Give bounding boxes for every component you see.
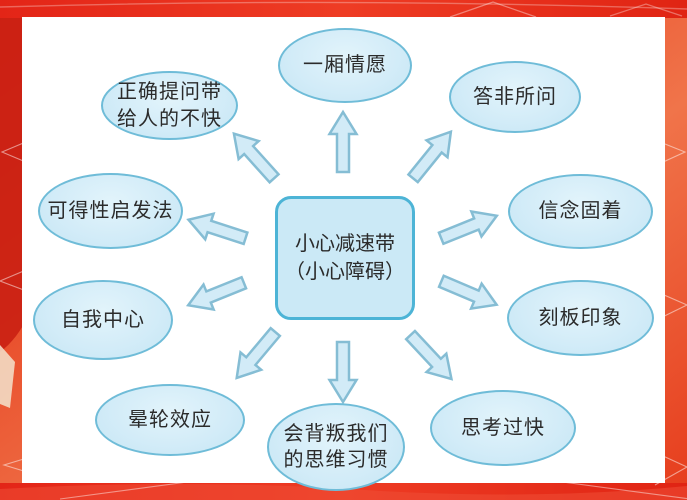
node-left: 自我中心 — [33, 280, 173, 360]
node-bottom-right-label: 思考过快 — [461, 416, 545, 439]
node-left-upper-label: 可得性启发法 — [47, 199, 174, 222]
node-bottom-left: 晕轮效应 — [95, 384, 245, 456]
node-top-label: 一厢情愿 — [303, 54, 387, 77]
node-left-label: 自我中心 — [61, 308, 145, 331]
node-left-upper: 可得性启发法 — [38, 173, 183, 249]
center-node: 小心减速带 （小心障碍） — [275, 196, 415, 320]
node-top-left: 正确提问带 给人的不快 — [101, 71, 238, 140]
node-right-upper-label: 信念固着 — [538, 200, 623, 223]
top-band-streak — [0, 1, 687, 10]
bottom-band-wave — [0, 483, 687, 500]
node-right: 刻板印象 — [507, 280, 654, 356]
node-bottom-label: 会背叛我们 的思维习惯 — [283, 422, 389, 471]
node-right-upper: 信念固着 — [508, 174, 653, 249]
node-bottom-right: 思考过快 — [430, 390, 576, 466]
node-top-right-label: 答非所问 — [473, 85, 557, 108]
top-band — [0, 0, 687, 18]
top-band-chevron — [449, 1, 537, 18]
node-top: 一厢情愿 — [278, 28, 412, 103]
node-bottom: 会背叛我们 的思维习惯 — [267, 403, 405, 491]
node-top-right: 答非所问 — [449, 61, 581, 133]
node-right-label: 刻板印象 — [538, 306, 623, 329]
node-top-left-label: 正确提问带 给人的不快 — [117, 81, 222, 130]
top-band-chevron-2 — [609, 3, 683, 17]
center-node-label: 小心减速带 （小心障碍） — [285, 233, 405, 283]
node-bottom-left-label: 晕轮效应 — [128, 408, 212, 431]
ribbon-wedge-left — [0, 345, 15, 408]
